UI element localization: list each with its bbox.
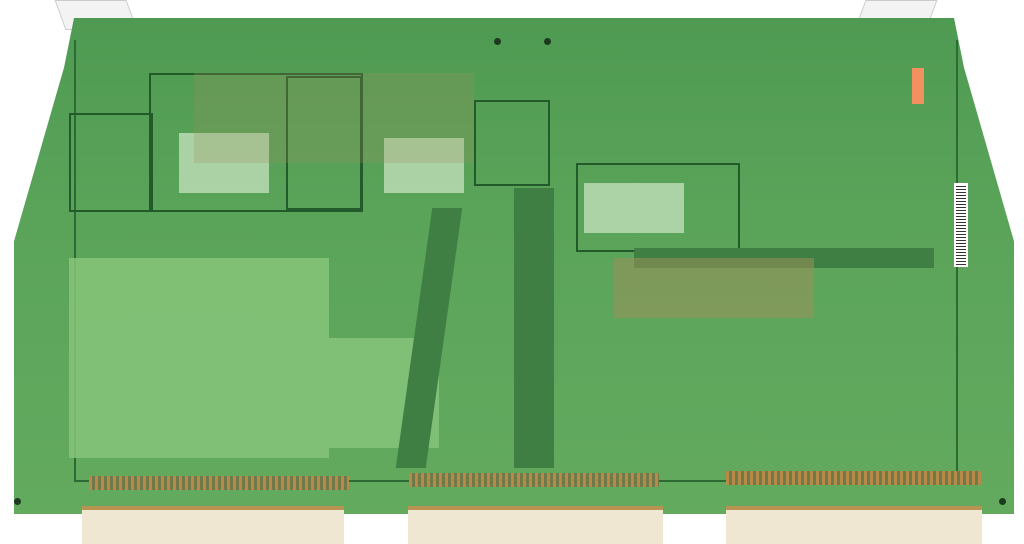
edge-connector-middle	[408, 506, 663, 544]
trace-bus	[514, 188, 554, 468]
mounting-hole	[14, 498, 21, 505]
inner-layer-traces	[614, 258, 814, 318]
pin-row	[89, 476, 349, 490]
pin-row	[726, 471, 981, 485]
mounting-hole	[494, 38, 501, 45]
chip-zone-3	[286, 76, 362, 210]
mounting-hole	[544, 38, 551, 45]
chip-cluster	[584, 183, 684, 233]
orange-label	[912, 68, 924, 104]
chip-zone-1	[69, 113, 153, 212]
barcode-label	[954, 183, 968, 267]
power-zone	[69, 258, 329, 458]
chip-cluster	[384, 138, 464, 193]
chip-cluster	[179, 133, 269, 193]
edge-connector-right	[726, 506, 982, 544]
chip-zone-4	[474, 100, 550, 186]
mounting-hole	[999, 498, 1006, 505]
pin-row	[409, 473, 659, 487]
inner-layer-traces	[194, 73, 474, 163]
circuit-board	[14, 18, 1014, 514]
chip-zone-2	[149, 73, 363, 212]
edge-connector-left	[82, 506, 344, 544]
